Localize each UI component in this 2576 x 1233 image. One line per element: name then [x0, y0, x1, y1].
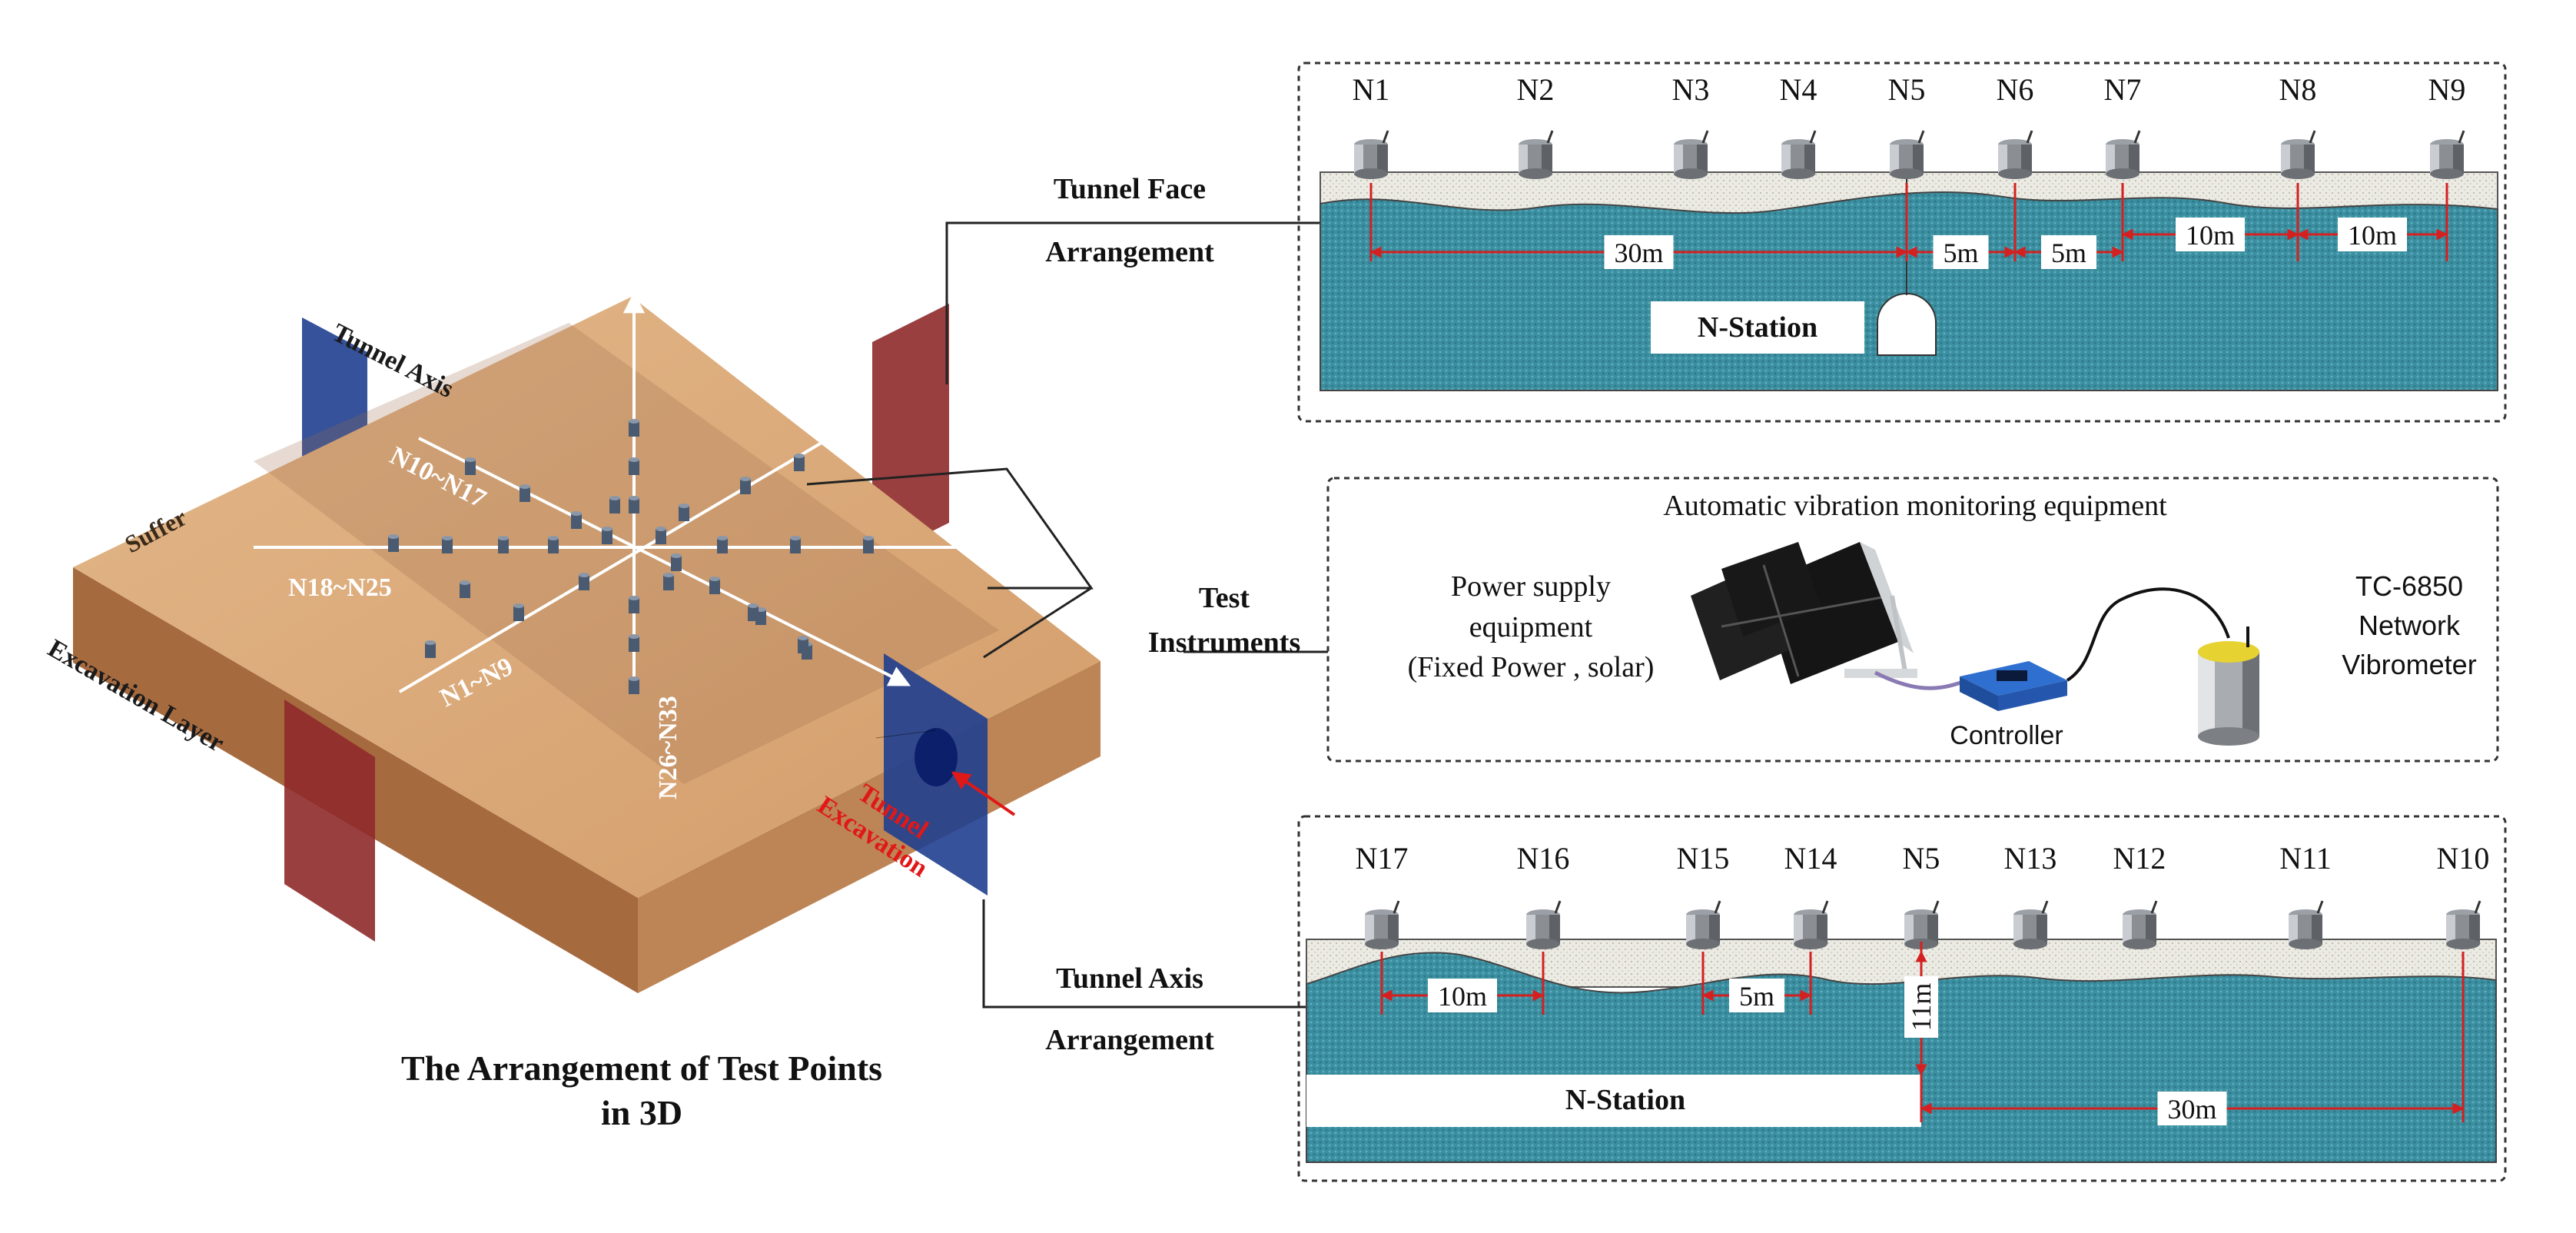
callout-instr-line2: Instruments	[1148, 626, 1300, 659]
face-sensor-n4	[1780, 129, 1817, 181]
face-sensor-label-n9: N9	[2428, 72, 2466, 107]
axis-sensor-n15	[1685, 899, 1721, 951]
axis-sensor-n10	[2445, 899, 2481, 951]
caption-line2: in 3D	[601, 1093, 682, 1132]
tunnel-direction-arrow	[951, 771, 1016, 816]
excavation-band	[254, 323, 999, 784]
face-dim-5m-b-label-bg	[2041, 235, 2096, 269]
callout-instr-line1: Test	[1199, 582, 1250, 614]
face-sensor-label-n3: N3	[1672, 72, 1710, 107]
block-3d: Tunnel Axis Suffer Excavation Layer N10~…	[43, 291, 1100, 993]
callout-axis-line2: Arrangement	[1045, 1024, 1214, 1056]
tunnel-opening	[915, 728, 958, 786]
equip-vib-line3: Vibrometer	[2342, 649, 2476, 680]
axis-dim-11m-label-bg	[1904, 976, 1938, 1038]
face-dim-30m-label-bg	[1604, 235, 1674, 269]
axis-sensor-n13	[2012, 899, 2049, 951]
face-sensor-n9	[2428, 129, 2465, 181]
axis-sensors: N17 N16 N15 N14 N5 N13 N12 N11 N10	[1356, 841, 2490, 951]
block-top-face	[73, 297, 1100, 898]
face-sensor-n7	[2104, 129, 2141, 181]
face-sensor-n1	[1353, 129, 1389, 181]
equip-power-line2: equipment	[1469, 611, 1593, 643]
axis-sensor-label-n15: N15	[1677, 841, 1730, 876]
equip-title: Automatic vibration monitoring equipment	[1663, 490, 2167, 522]
equip-power-line3: (Fixed Power , solar)	[1408, 651, 1655, 683]
face-sensor-n2	[1517, 129, 1554, 181]
plane-red-front	[284, 700, 375, 942]
axis-sensor-n14	[1792, 899, 1829, 951]
face-dim-5m-a-label: 5m	[1943, 238, 1978, 268]
face-sensor-label-n7: N7	[2104, 72, 2142, 107]
equip-power-line1: Power supply	[1451, 570, 1611, 603]
axis-dim-11m-label: 11m	[1906, 983, 1937, 1032]
face-sensor-label-n5: N5	[1888, 72, 1926, 107]
face-sensor-n6	[1997, 129, 2033, 181]
axis-sensor-n17	[1363, 899, 1400, 951]
axis-sensor-label-n17: N17	[1356, 841, 1409, 876]
plane-red-back	[872, 304, 949, 561]
axis-sensor-n11	[2287, 899, 2324, 951]
face-rock-layer	[1320, 191, 2498, 391]
callout-face-line1: Tunnel Face	[1054, 173, 1206, 205]
face-dim-5m-b-label: 5m	[2051, 238, 2086, 268]
callout-face-line2: Arrangement	[1045, 236, 1214, 268]
axis-sensor-label-n10: N10	[2437, 841, 2490, 876]
label-n26-n33: N26~N33	[654, 696, 682, 799]
face-sensor-label-n8: N8	[2279, 72, 2317, 107]
face-dimensions: 30m 5m 5m 10m 10m	[1369, 183, 2448, 269]
axis-dim-10m-label: 10m	[1438, 981, 1487, 1012]
axis-dim-5m-label-bg	[1729, 979, 1784, 1012]
axis-dimensions: 10m 5m 30m 11m	[1380, 942, 2465, 1125]
controller-icon	[1960, 661, 2067, 711]
solar-panel-icon	[1691, 542, 1917, 684]
axis-sensor-n12	[2121, 899, 2158, 951]
face-sensor-label-n1: N1	[1353, 72, 1390, 107]
face-dim-5m-a-label-bg	[1933, 235, 1989, 269]
face-sensor-n5	[1888, 129, 1925, 181]
face-dim-10m-b-label: 10m	[2348, 220, 2397, 251]
axis-dim-30m-label: 30m	[2167, 1094, 2216, 1125]
equipment-panel: Automatic vibration monitoring equipment…	[1326, 477, 2499, 763]
equip-controller-label: Controller	[1950, 721, 2063, 750]
face-dim-10m-a-label-bg	[2176, 218, 2245, 251]
callout-axis-line1: Tunnel Axis	[1056, 962, 1203, 995]
face-station-box	[1651, 301, 1864, 354]
equip-vib-line1: TC-6850	[2355, 570, 2463, 602]
tunnel-face-panel: N-Station N1 N2 N3 N4 N5 N6 N7 N8 N9 30m 5m 5m 10m 1…	[1297, 61, 2507, 423]
face-sensor-label-n4: N4	[1780, 72, 1817, 107]
callout-connectors	[806, 221, 1328, 1009]
axis-dim-5m-label: 5m	[1739, 981, 1774, 1012]
axis-sensor-label-n14: N14	[1784, 841, 1837, 876]
equip-vib-line2: Network	[2359, 610, 2461, 641]
axis-dim-10m-label-bg	[1428, 979, 1497, 1012]
axis-sensor-label-n16: N16	[1517, 841, 1570, 876]
face-dim-10m-b-label-bg	[2338, 218, 2407, 251]
face-tunnel-arch	[1877, 293, 1937, 356]
tunnel-axis-panel: N-Station N17 N16 N15 N14 N5 N13 N12 N11 N10 10m…	[1297, 815, 2507, 1182]
axis-sensor-label-n5: N5	[1903, 841, 1940, 876]
axis-sensor-label-n13: N13	[2004, 841, 2057, 876]
face-sensor-n3	[1672, 129, 1709, 181]
axis-sensor-label-n12: N12	[2113, 841, 2166, 876]
vibrometer-icon	[2198, 626, 2259, 746]
label-n18-n25: N18~N25	[288, 573, 392, 602]
axis-sensor-n16	[1525, 899, 1562, 951]
face-sensor-n8	[2279, 129, 2316, 181]
face-dim-10m-a-label: 10m	[2186, 220, 2235, 251]
axis-station-box	[1306, 1075, 1921, 1127]
axis-station-label: N-Station	[1565, 1084, 1685, 1116]
axis-dim-30m-label-bg	[2157, 1092, 2227, 1125]
face-dim-30m-label: 30m	[1614, 238, 1663, 268]
axis-sensor-label-n11: N11	[2279, 841, 2331, 876]
face-sensor-label-n2: N2	[1517, 72, 1555, 107]
face-sensor-label-n6: N6	[1997, 72, 2034, 107]
face-station-label: N-Station	[1698, 311, 1817, 344]
caption-line1: The Arrangement of Test Points	[401, 1049, 882, 1088]
face-sensors: N1 N2 N3 N4 N5 N6 N7 N8 N9	[1353, 72, 2466, 181]
